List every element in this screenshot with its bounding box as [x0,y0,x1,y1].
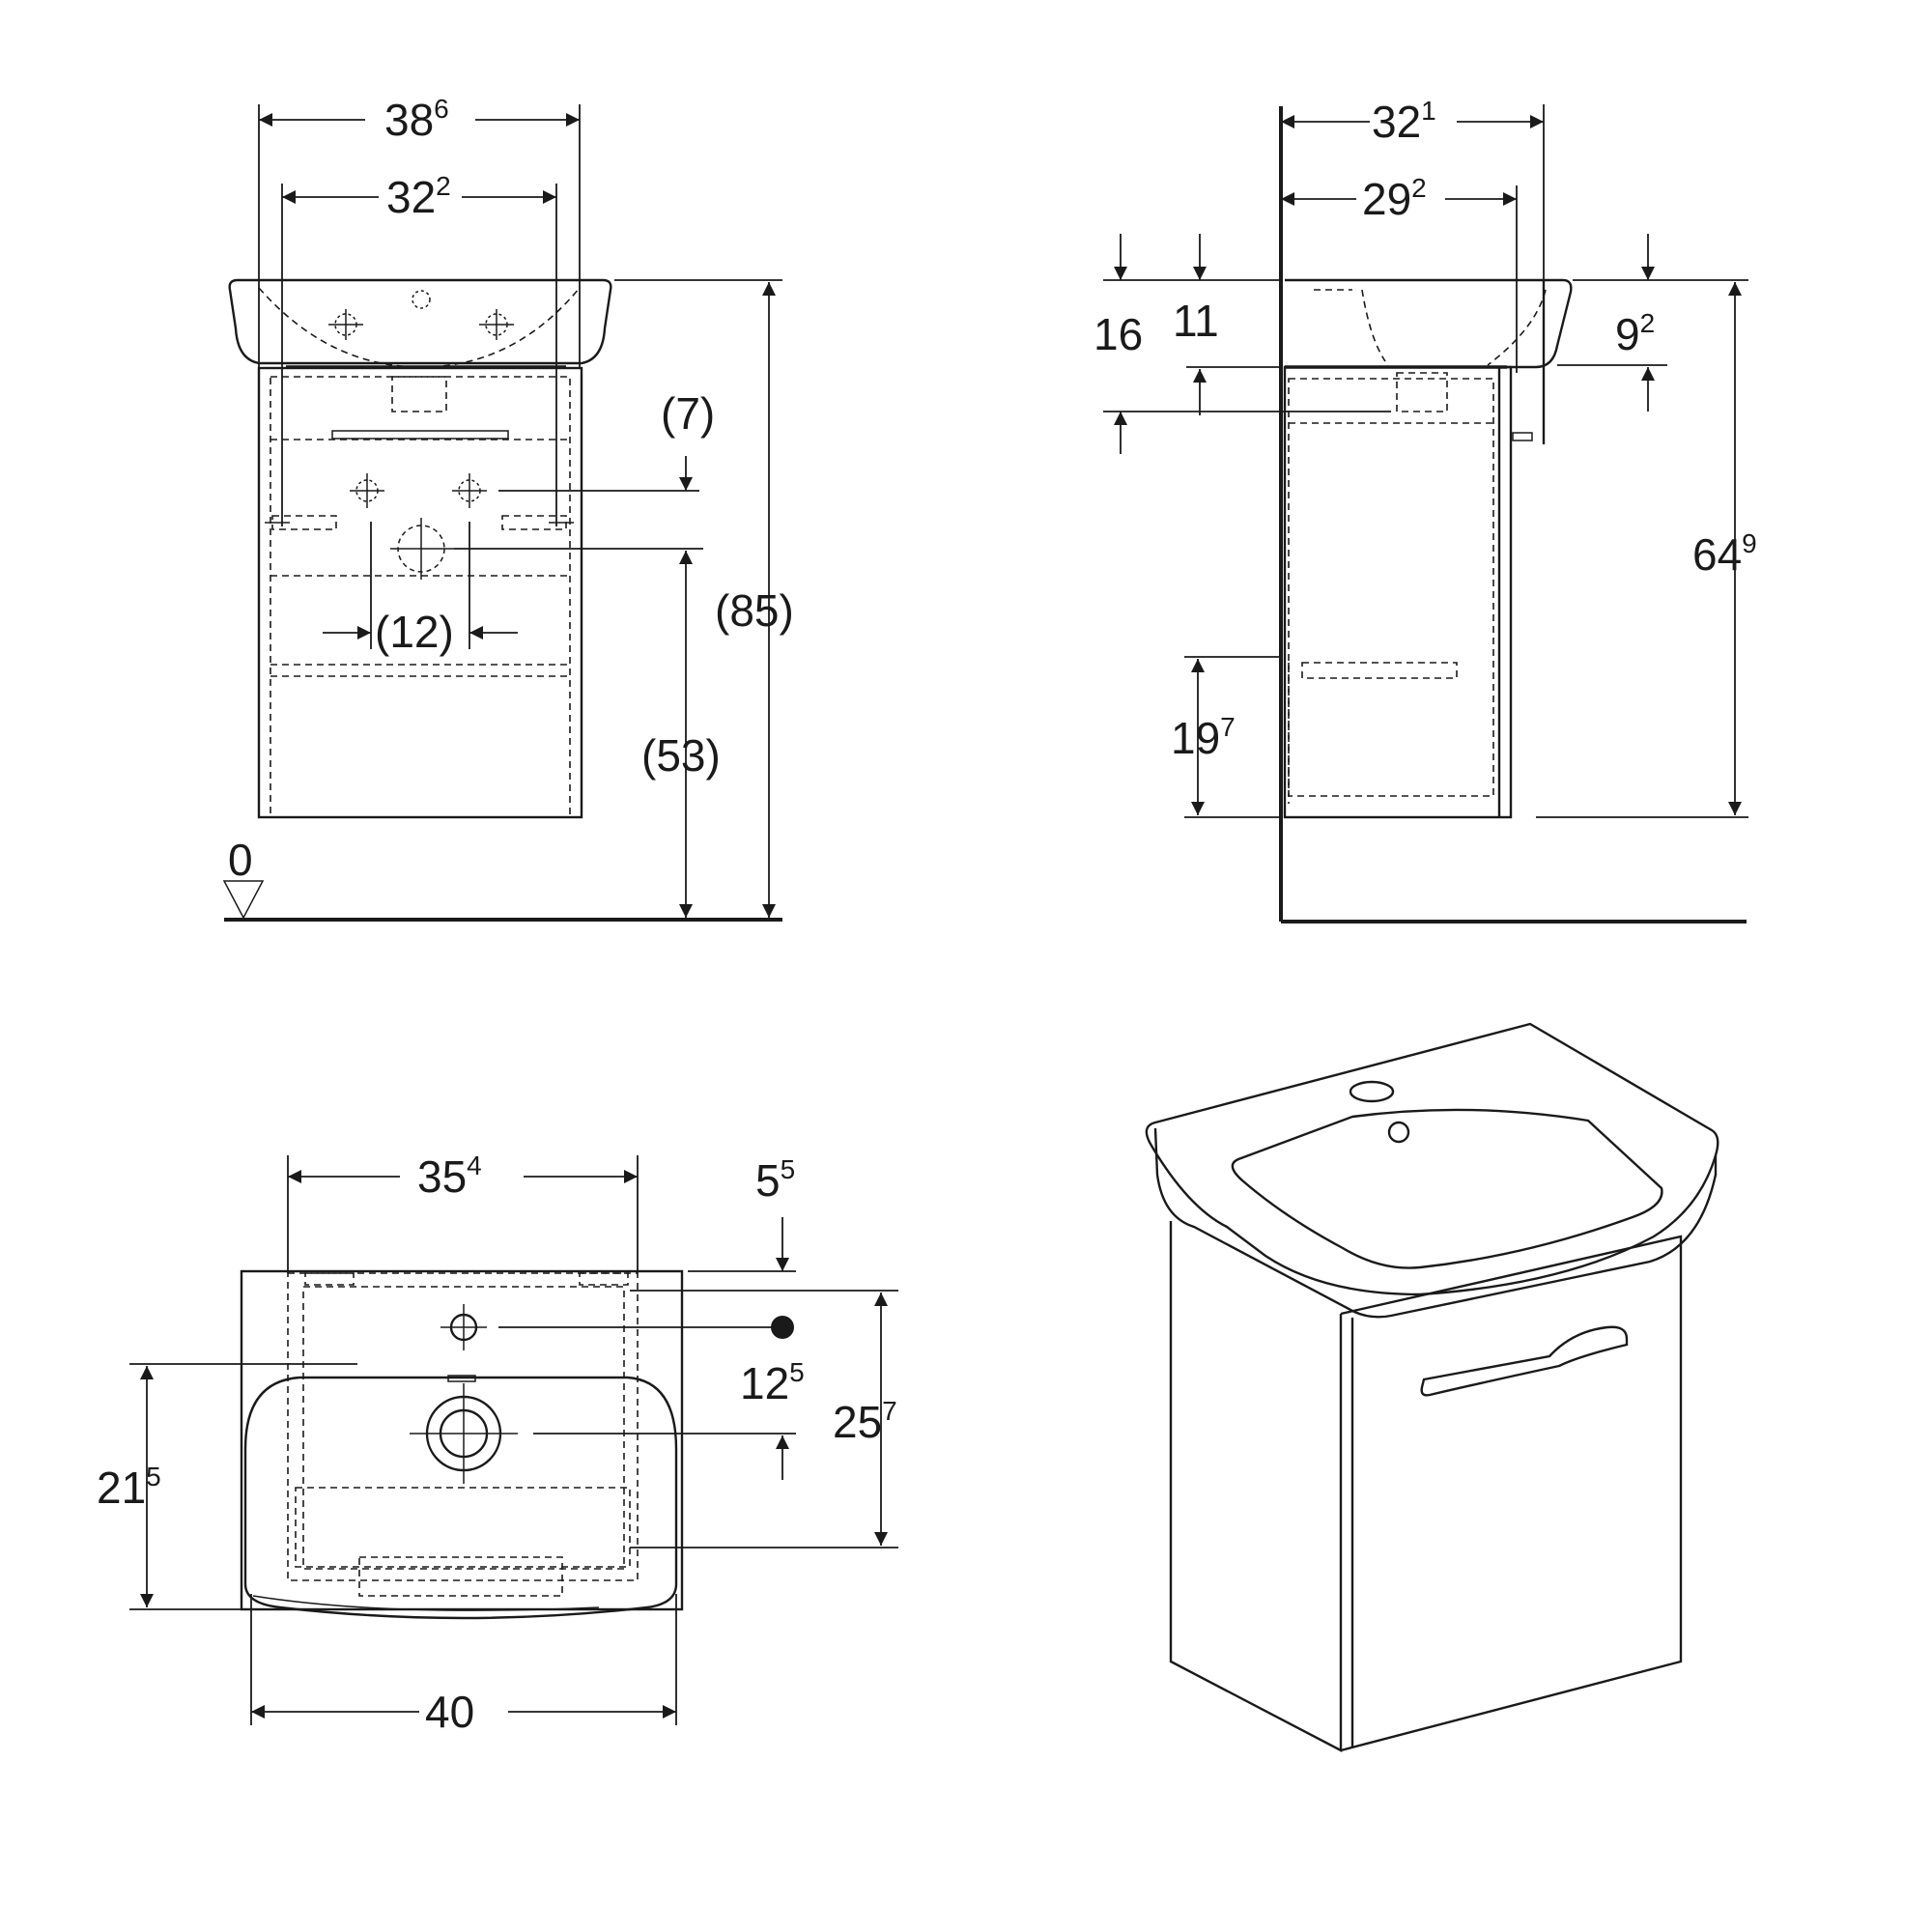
label-32-1: 321 [1372,96,1436,147]
persp-handle [1420,1325,1629,1397]
front-handle [331,430,509,440]
label-38-6: 386 [384,94,449,145]
label-7: (7) [661,388,715,439]
labels: 386 322 (7) (12) (85) (53) 0 321 292 16 … [97,94,1757,1737]
front-view [222,104,782,922]
persp-basin-bowl [1231,1108,1663,1269]
front-supply-marks [350,473,487,580]
front-tap-marks [328,290,514,340]
persp-cabinet-front [1340,1235,1683,1752]
label-12-5: 125 [740,1357,805,1408]
persp-basin-front [1153,1127,1718,1319]
persp-basin-top [1145,1022,1719,1296]
label-85: (85) [715,585,794,636]
label-19-7: 197 [1171,712,1236,763]
floor-level-symbol [222,880,265,920]
front-basin-outline [228,278,612,365]
side-cabinet [1283,365,1513,819]
label-21-5: 215 [97,1462,161,1513]
label-40: 40 [425,1687,474,1737]
label-16: 16 [1094,309,1143,359]
label-29-2: 292 [1362,173,1427,224]
label-53: (53) [641,730,721,781]
persp-tap-hole [1349,1080,1395,1103]
label-25-7: 257 [833,1396,897,1447]
persp-overflow [1387,1121,1410,1144]
front-basin-bowl [258,287,581,368]
label-9-2: 92 [1615,308,1655,359]
label-12: (12) [375,607,454,657]
label-64-9: 649 [1692,528,1757,580]
persp-cabinet-side [1169,1221,1343,1752]
label-32-2: 322 [386,171,451,222]
label-35-4: 354 [417,1151,482,1202]
side-basin-outline [1285,278,1573,369]
perspective-view [1145,1022,1719,1752]
reference-point [771,1316,794,1339]
side-view [1103,104,1748,923]
top-basin-outline [243,1376,678,1620]
label-5-5: 55 [755,1154,795,1206]
label-11: 11 [1173,296,1219,346]
top-cabinet-outline [240,1269,684,1611]
front-cabinet [257,366,583,819]
top-inner-outline [287,1272,639,1581]
top-view [129,1155,898,1725]
front-cabinet-inner [270,376,571,818]
label-floor-0: 0 [228,835,253,885]
